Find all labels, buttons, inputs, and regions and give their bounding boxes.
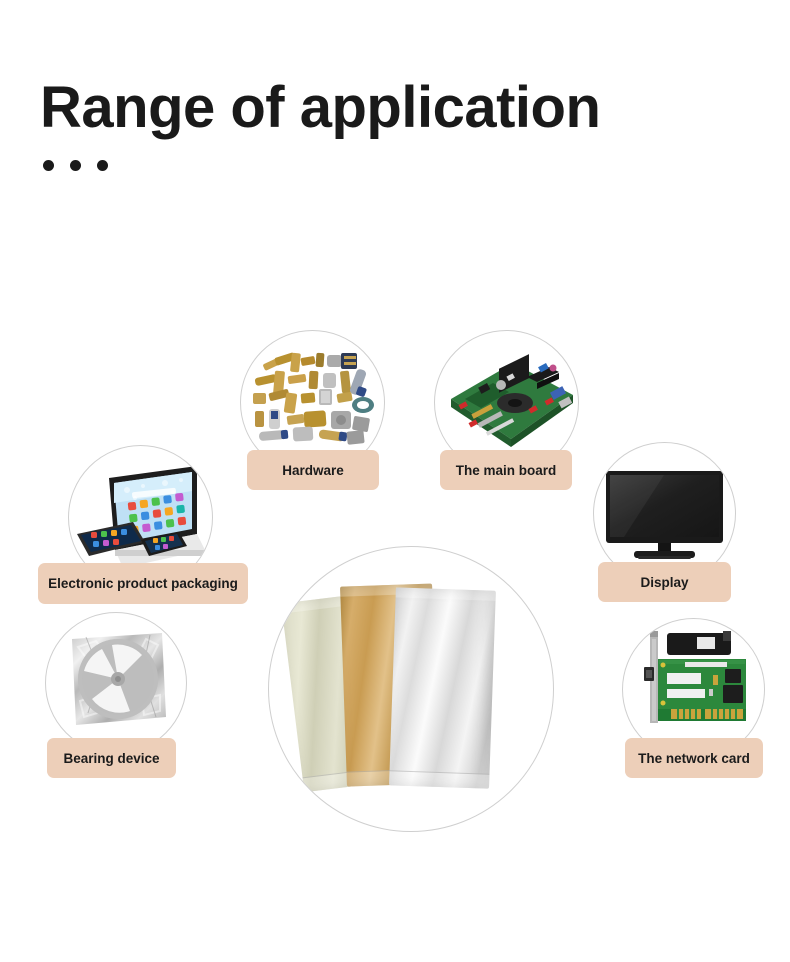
display-image-circle [593,442,736,585]
bag-bottom-seal [389,770,490,789]
network-card-label-chip[interactable]: The network card [625,738,763,778]
dot-icon [70,160,81,171]
packaging-label: Electronic product packaging [48,576,238,591]
bearing-label-chip[interactable]: Bearing device [47,738,176,778]
component-reel-in-antistatic-bag-photo [72,633,166,725]
hardware-label-chip[interactable]: Hardware [247,450,379,490]
pci-network-card-photo [644,631,746,723]
display-label: Display [640,574,689,590]
network-card-image-circle [622,618,765,761]
network-card-label: The network card [638,750,750,766]
bag-top-seal [395,587,496,601]
hardware-label: Hardware [282,462,344,478]
dot-icon [43,160,54,171]
flat-screen-tv-photo [606,471,723,559]
dot-icon [97,160,108,171]
mainboard-label: The main board [455,462,557,478]
silver-foil-bag [389,587,496,789]
hardware-fittings-photo [253,352,374,445]
title-dots-decoration [43,160,108,171]
bearing-label: Bearing device [63,750,160,766]
center-product-circle [268,546,554,832]
bearing-image-circle [45,612,187,754]
laptop-tablet-phone-photo [77,466,205,568]
mainboard-label-chip[interactable]: The main board [440,450,572,490]
page-title: Range of application [40,75,601,140]
display-label-chip[interactable]: Display [598,562,731,602]
motherboard-photo [451,354,573,447]
packaging-label-chip[interactable]: Electronic product packaging [38,563,248,604]
foil-moisture-barrier-bags-photo [269,547,553,831]
